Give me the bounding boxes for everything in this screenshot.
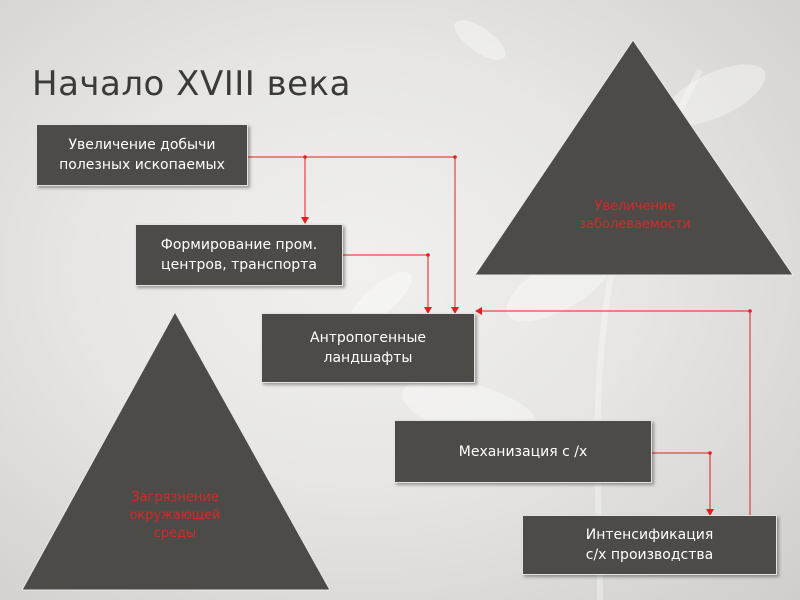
box-anthropogenic-landscapes: Антропогенные ландшафты <box>261 313 475 383</box>
triangle-morbidity <box>474 39 794 276</box>
box-mechanization-label: Механизация с /х <box>458 443 588 460</box>
slide-title: Начало XVIII века <box>32 64 351 104</box>
box-industrial-centers-label: Формирование пром. центров, транспорта <box>160 237 318 273</box>
box-anthropogenic-landscapes-label: Антропогенные ландшафты <box>310 330 426 366</box>
triangle-pollution <box>21 310 331 591</box>
connector-centers-to-landscapes <box>343 254 429 310</box>
box-mechanization: Механизация с /х <box>394 420 652 483</box>
triangle-morbidity-label: Увеличение заболеваемости <box>579 199 691 232</box>
triangle-pollution-label: Загрязнение окружающей среды <box>129 490 221 541</box>
arrowhead-landscapes-c <box>475 307 482 315</box>
arrowhead-landscapes-a <box>451 307 459 314</box>
box-mining-increase: Увеличение добычи полезных ископаемых <box>36 124 248 186</box>
connector-intensification-to-landscapes <box>478 310 751 515</box>
box-intensification: Интенсификация с/х производства <box>522 515 777 575</box>
box-intensification-label: Интенсификация с/х производства <box>585 527 714 563</box>
connector-mining-to-centers <box>248 156 306 220</box>
connector-mechanization-to-intensification <box>652 452 711 512</box>
connector-dot-5 <box>748 309 752 313</box>
connector-dot-4 <box>708 451 712 455</box>
connector-dot-2 <box>453 155 457 159</box>
arrowhead-centers <box>301 217 309 224</box>
box-mining-increase-label: Увеличение добычи полезных ископаемых <box>59 137 225 173</box>
arrowhead-landscapes-b <box>424 307 432 314</box>
connector-dot-3 <box>426 253 430 257</box>
box-industrial-centers: Формирование пром. центров, транспорта <box>135 224 343 286</box>
connector-dot-1 <box>303 155 307 159</box>
arrowhead-intensification <box>706 509 714 516</box>
